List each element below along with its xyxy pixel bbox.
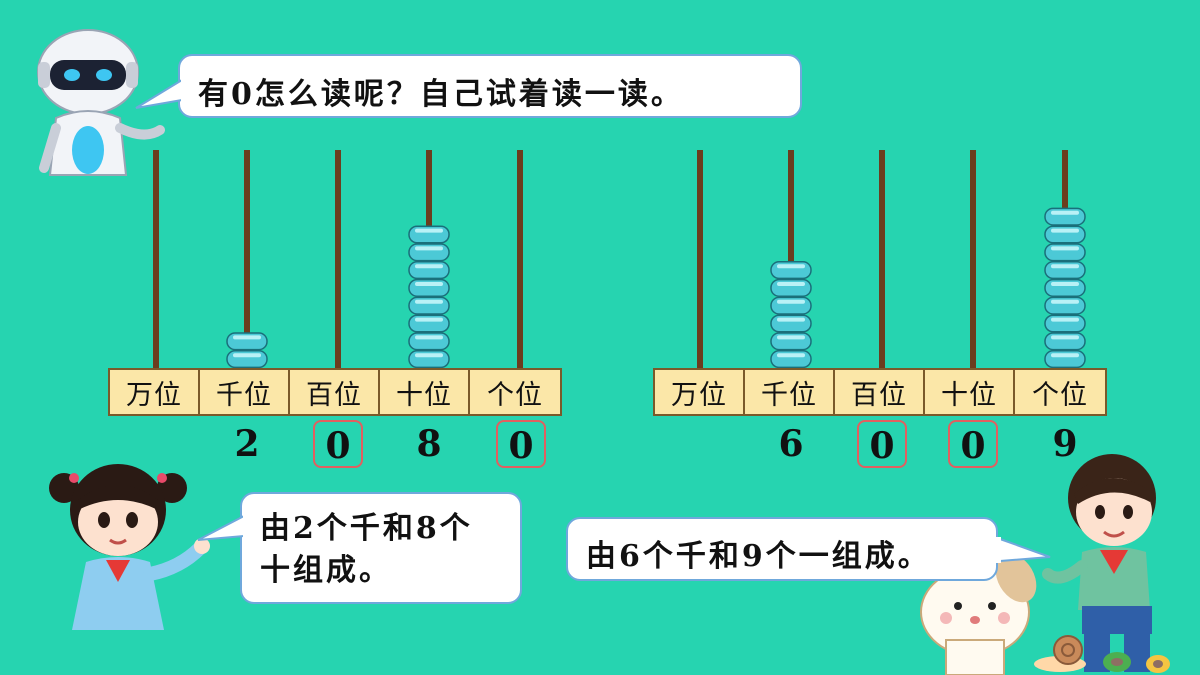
bead-highlight	[777, 317, 805, 322]
snail-icon	[1034, 635, 1086, 672]
ring-icon	[1103, 652, 1170, 673]
bead-highlight	[233, 335, 261, 340]
abacus-rod	[879, 150, 885, 368]
bead-highlight	[777, 353, 805, 358]
bead-highlight	[1051, 335, 1079, 340]
place-label-wan: 万位	[655, 370, 745, 414]
bead-highlight	[777, 282, 805, 286]
place-label-qian: 千位	[745, 370, 835, 414]
boy-speech-text: 由6个千和9个一组成。	[586, 539, 931, 574]
bubble-tail	[197, 514, 249, 541]
place-label-shi: 十位	[925, 370, 1015, 414]
robot-question-text: 有0怎么读呢？自己试着读一读。	[198, 77, 684, 112]
bead-highlight	[777, 335, 805, 340]
bead-highlight	[415, 299, 443, 304]
digit-right-ge: 9	[1052, 423, 1078, 465]
boy-speech-bubble: 由6个千和9个一组成。	[566, 517, 1051, 581]
place-label-shi: 十位	[380, 370, 470, 414]
bead-highlight	[1051, 282, 1079, 286]
digit-left-bai: 0	[313, 420, 363, 468]
bead-highlight	[1051, 299, 1079, 304]
abacus-rod	[153, 150, 159, 368]
bead-highlight	[777, 299, 805, 304]
place-value-labels-left: 万位 千位 百位 十位 个位	[108, 368, 562, 416]
bead-highlight	[1051, 264, 1079, 269]
bubble-tail	[135, 78, 187, 109]
abacus-rod	[788, 150, 794, 368]
bubble-tail	[994, 537, 1051, 563]
boy-icon	[1042, 454, 1156, 672]
digit-right-qian: 6	[778, 423, 804, 465]
bead-highlight	[1051, 317, 1079, 322]
bead-highlight	[415, 246, 443, 251]
digit-left-qian: 2	[234, 423, 260, 465]
bead-highlight	[415, 228, 443, 233]
abacus-rod	[517, 150, 523, 368]
robot-icon	[37, 29, 165, 176]
digit-right-shi: 0	[948, 420, 998, 468]
place-label-bai: 百位	[290, 370, 380, 414]
bead-highlight	[415, 282, 443, 286]
bead-highlight	[415, 353, 443, 358]
girl-icon	[49, 464, 210, 630]
digit-left-ge: 0	[496, 420, 546, 468]
bead-highlight	[415, 317, 443, 322]
bead-highlight	[415, 335, 443, 340]
abacus-rod	[335, 150, 341, 368]
place-label-ge: 个位	[487, 379, 543, 411]
bead-highlight	[1051, 210, 1079, 215]
place-label-qian: 千位	[200, 370, 290, 414]
girl-speech-text: 由2个千和8个 十组成。	[260, 511, 473, 588]
bead-highlight	[415, 264, 443, 269]
abacus-rod	[970, 150, 976, 368]
bead-highlight	[1051, 228, 1079, 233]
robot-speech-bubble: 有0怎么读呢？自己试着读一读。	[135, 54, 802, 118]
place-label-bai: 百位	[835, 370, 925, 414]
place-value-labels-right: 万位 千位 百位 十位 个位	[653, 368, 1107, 416]
place-label-wan: 万位	[110, 370, 200, 414]
bead-highlight	[1051, 246, 1079, 251]
abacus-rod	[697, 150, 703, 368]
bead-highlight	[777, 264, 805, 269]
bead-highlight	[1051, 353, 1079, 358]
girl-speech-bubble: 由2个千和8个 十组成。	[197, 492, 522, 604]
digit-right-bai: 0	[857, 420, 907, 468]
bead-highlight	[233, 353, 261, 358]
puppy-icon	[920, 553, 1037, 675]
place-label-ge: 个位	[1032, 379, 1088, 411]
abacus-rod	[244, 150, 250, 368]
digit-left-shi: 8	[416, 423, 442, 465]
